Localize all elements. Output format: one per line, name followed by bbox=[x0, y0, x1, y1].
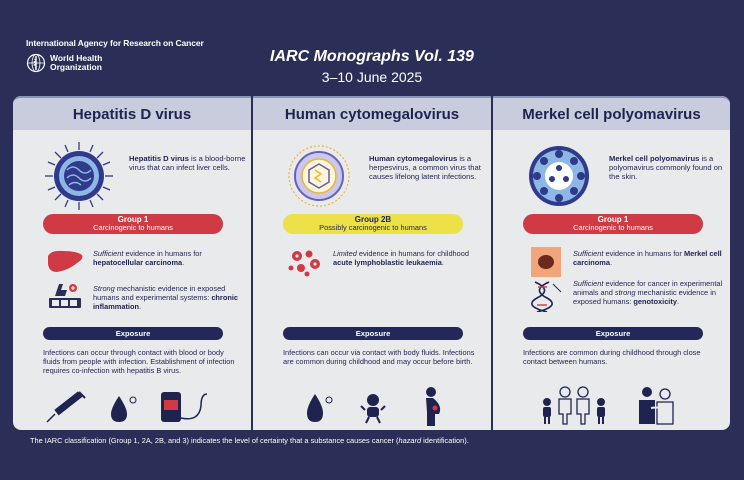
group-badge: Group 2B Possibly carcinogenic to humans bbox=[283, 214, 463, 234]
blood-drop-icon bbox=[111, 396, 137, 422]
baby-icon bbox=[360, 394, 386, 424]
blood-cells-icon bbox=[288, 250, 320, 277]
title-dates: 3–10 June 2025 bbox=[321, 69, 423, 85]
who-logo: World Health Organization bbox=[26, 53, 204, 73]
who-emblem-icon bbox=[26, 53, 46, 73]
org-name: International Agency for Research on Can… bbox=[26, 38, 204, 48]
panel-merkel-cell-polyomavirus: Merkel cell polyomavirus Merkel cell pol… bbox=[493, 96, 730, 430]
blood-bag-icon bbox=[161, 392, 208, 422]
footnote: The IARC classification (Group 1, 2A, 2B… bbox=[30, 436, 469, 445]
dna-icon bbox=[531, 281, 562, 312]
panel-title: Human cytomegalovirus bbox=[253, 96, 491, 130]
exposure-label: Exposure bbox=[43, 327, 223, 340]
group-badge: Group 1 Carcinogenic to humans bbox=[43, 214, 223, 234]
iarc-who-logo: International Agency for Research on Can… bbox=[26, 38, 204, 73]
evidence-1: Sufficient evidence in humans for hepato… bbox=[93, 249, 202, 267]
exposure-text: Infections can occur through contact wit… bbox=[43, 348, 235, 375]
exposure-label: Exposure bbox=[523, 327, 703, 340]
panel-title: Merkel cell polyomavirus bbox=[493, 96, 730, 130]
lab-microscope-icon bbox=[49, 284, 81, 308]
group-badge: Group 1 Carcinogenic to humans bbox=[523, 214, 703, 234]
title-line: IARC Monographs Vol. 139 bbox=[270, 48, 474, 65]
polyomavirus-icon bbox=[529, 146, 589, 206]
syringe-icon bbox=[46, 391, 86, 423]
evidence-2: Sufficient evidence for cancer in experi… bbox=[573, 279, 723, 306]
panel-hepatitis-d: Hepatitis D virus Hepatitis D virus is a… bbox=[13, 96, 251, 430]
panel-cytomegalovirus: Human cytomegalovirus Human cytomegalovi… bbox=[253, 96, 491, 430]
skin-lesion-icon bbox=[531, 247, 561, 277]
panel-title: Hepatitis D virus bbox=[13, 96, 251, 130]
who-name: World Health Organization bbox=[50, 53, 103, 72]
hugging-people-icon bbox=[639, 387, 674, 425]
liver-icon bbox=[48, 250, 83, 272]
intro-text: Human cytomegalovirus is a herpesvirus, … bbox=[369, 154, 481, 181]
exposure-icons bbox=[46, 391, 208, 423]
exposure-label: Exposure bbox=[283, 327, 463, 340]
intro-text: Hepatitis D virus is a blood-borne virus… bbox=[129, 154, 246, 172]
evidence-1: Limited evidence in humans for childhood… bbox=[333, 249, 469, 267]
intro-text: Merkel cell polyomavirus is a polyomavir… bbox=[609, 154, 723, 181]
evidence-1: Sufficient evidence in humans for Merkel… bbox=[573, 249, 722, 267]
evidence-2: Strong mechanistic evidence in exposed h… bbox=[93, 284, 239, 311]
page-title: IARC Monographs Vol. 139 3–10 June 2025 bbox=[0, 48, 744, 85]
exposure-text: Infections can occur via contact with bo… bbox=[283, 348, 475, 366]
pregnant-person-icon bbox=[426, 387, 441, 426]
body-fluid-drop-icon bbox=[307, 394, 333, 422]
family-icon bbox=[543, 386, 605, 425]
exposure-icons bbox=[307, 387, 441, 426]
exposure-icons bbox=[543, 386, 674, 425]
hepatitis-d-virus-icon bbox=[45, 142, 113, 210]
exposure-text: Infections are common during childhood t… bbox=[523, 348, 701, 366]
cytomegalovirus-icon bbox=[288, 145, 350, 207]
